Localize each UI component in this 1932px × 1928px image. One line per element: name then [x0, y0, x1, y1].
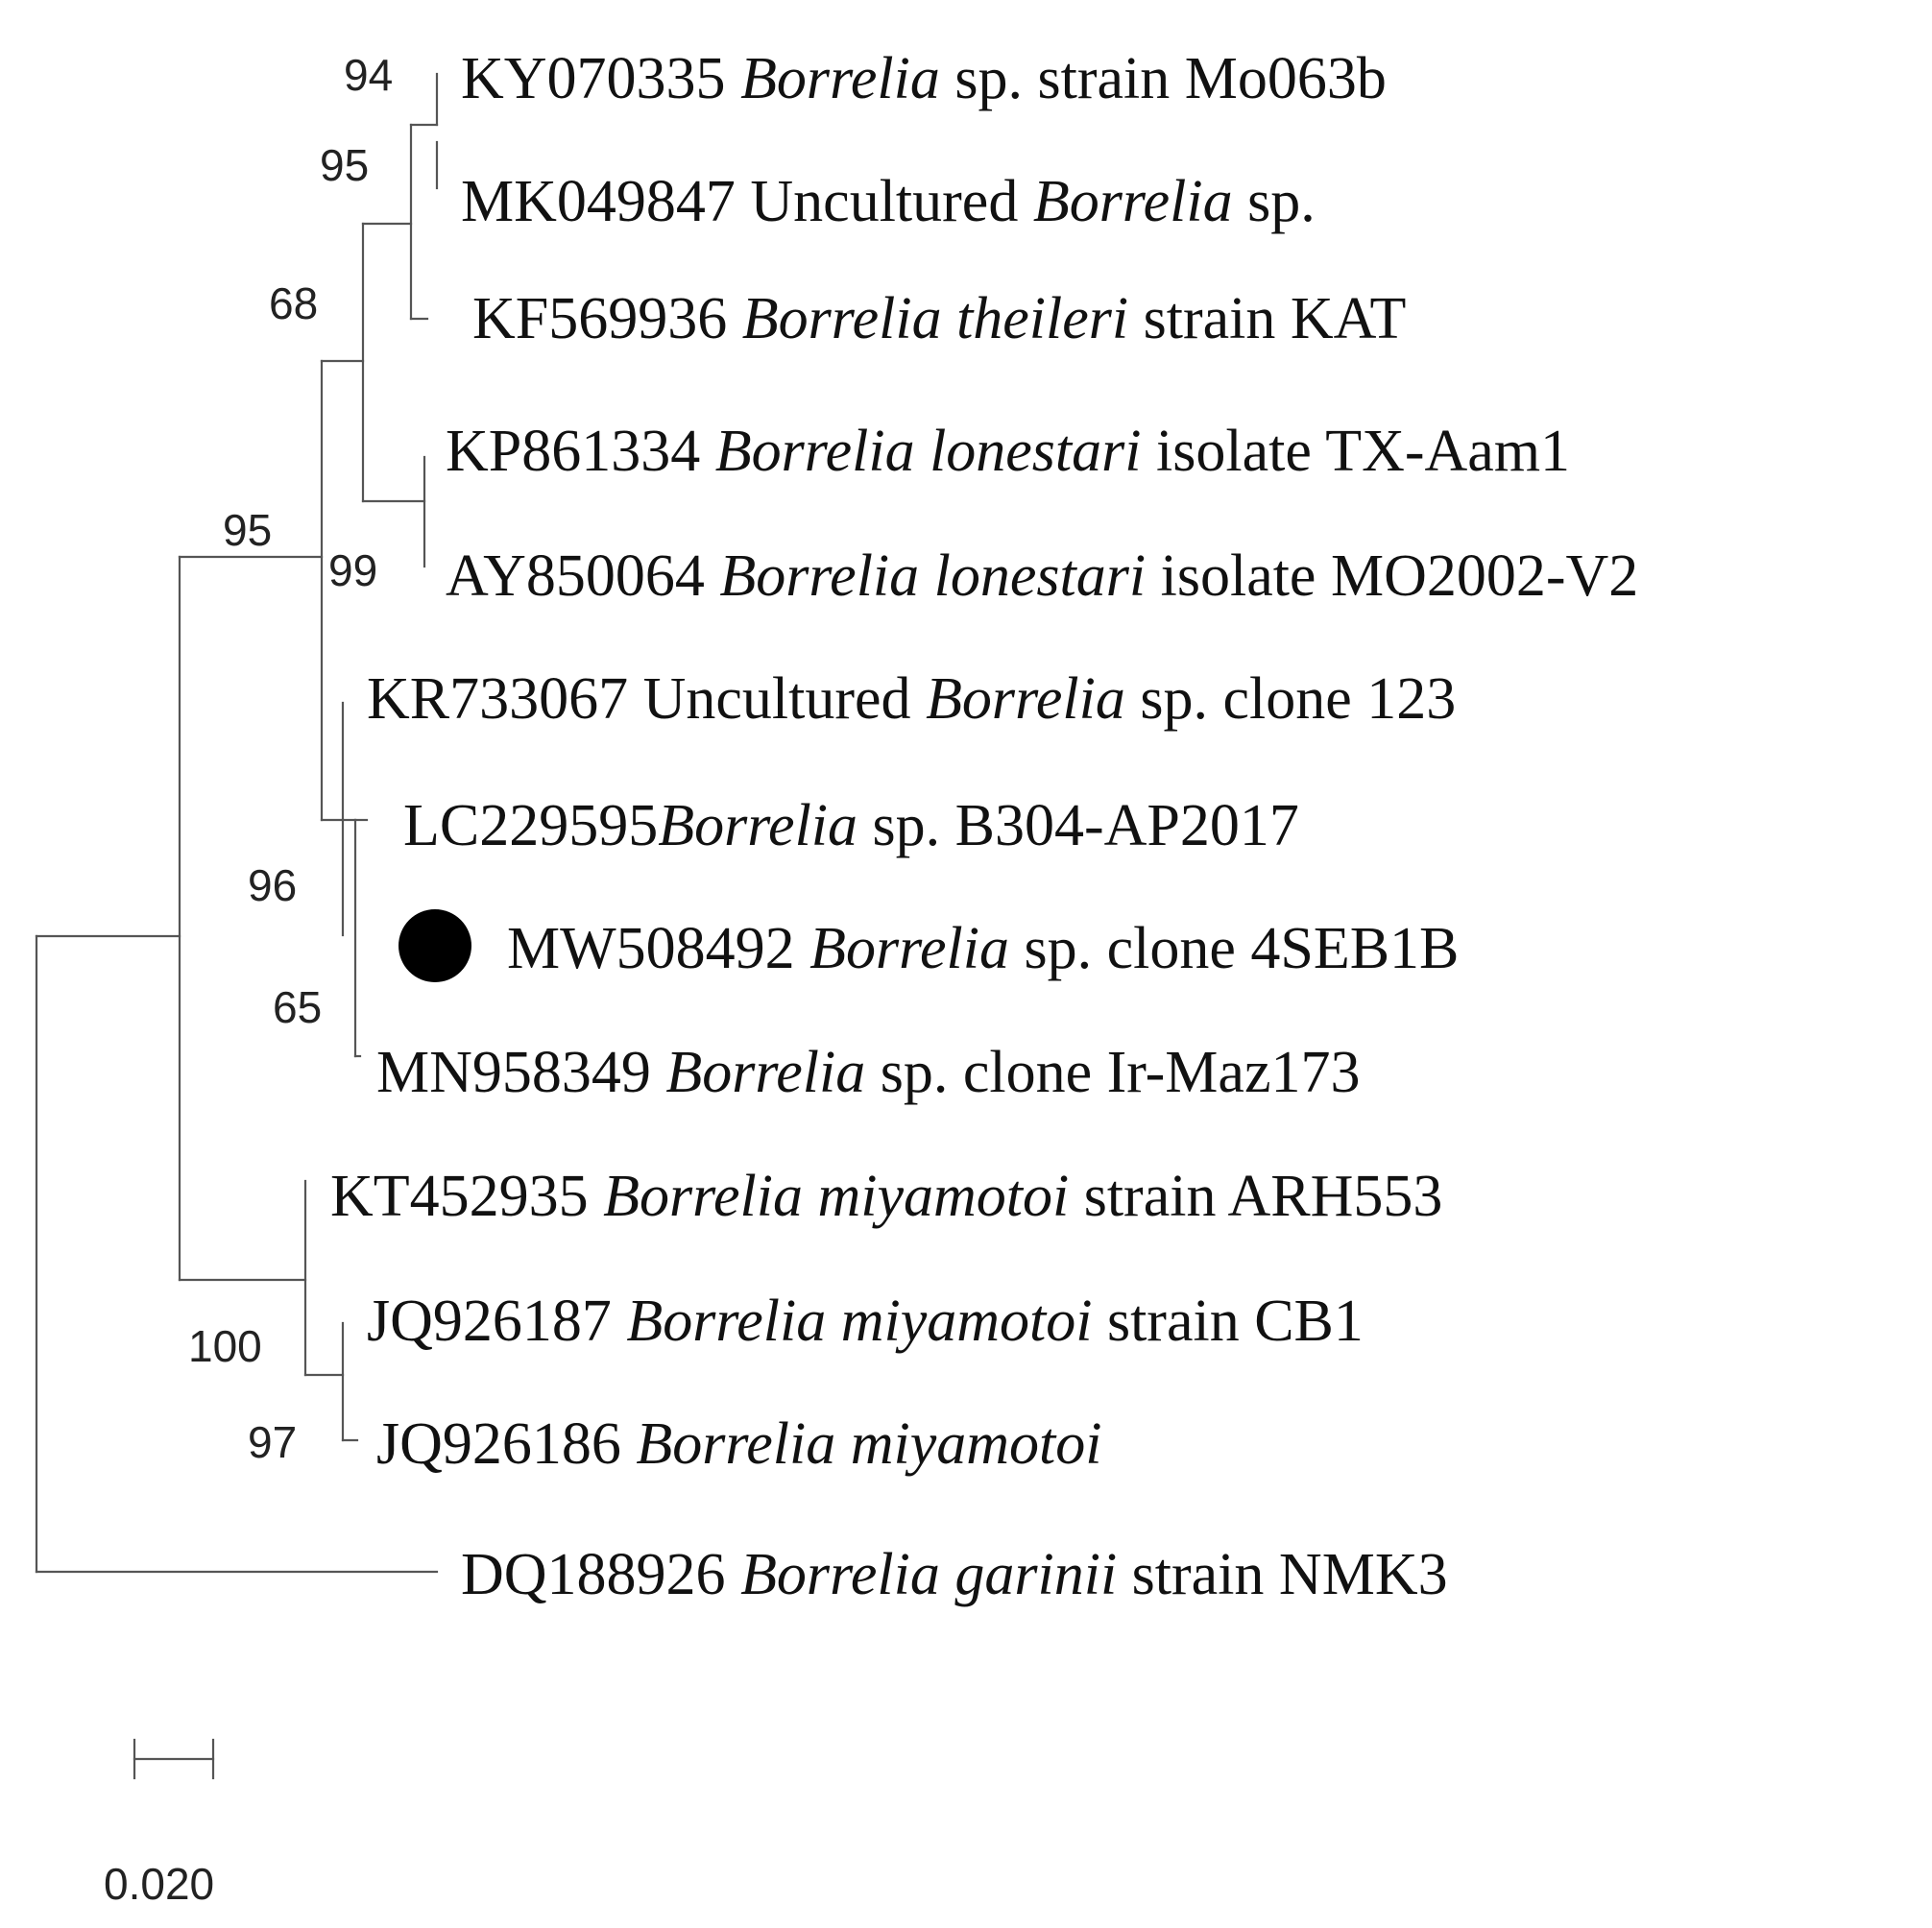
- taxon-sep: [726, 46, 741, 111]
- taxon-rest: sp. clone 123: [1125, 666, 1456, 732]
- taxon-label: KP861334 Borrelia lonestari isolate TX-A…: [446, 419, 1570, 484]
- scale-bar: 0.020: [104, 1738, 214, 1909]
- taxon-rest: sp.: [1233, 169, 1316, 234]
- taxon-genus: Borrelia: [719, 543, 919, 609]
- taxon-label: JQ926186 Borrelia miyamotoi: [376, 1411, 1101, 1477]
- taxon-sep: [700, 419, 715, 484]
- taxon-sep: [727, 286, 742, 351]
- taxon-genus: Borrelia: [740, 46, 940, 111]
- taxon-species: lonestari: [915, 419, 1142, 484]
- taxon-rest: sp. clone Ir-Maz173: [865, 1040, 1360, 1105]
- bootstrap-value: 68: [269, 278, 318, 328]
- bootstrap-value: 95: [223, 505, 272, 555]
- taxon-accession: JQ926187: [367, 1289, 612, 1354]
- taxon-species: miyamotoi: [835, 1411, 1101, 1477]
- taxon-label: JQ926187 Borrelia miyamotoi strain CB1: [367, 1289, 1364, 1354]
- taxon-sep: [795, 916, 810, 981]
- taxon-rest: sp. clone 4SEB1B: [1009, 916, 1459, 981]
- taxon-genus: Borrelia: [626, 1289, 826, 1354]
- bootstrap-value: 65: [273, 982, 322, 1032]
- taxon-genus: Borrelia: [658, 793, 857, 858]
- taxon-sep: [621, 1411, 637, 1477]
- taxon-sep: [705, 543, 720, 609]
- query-sequence-marker: [398, 909, 471, 982]
- taxon-sep: [589, 1164, 604, 1229]
- taxon-label: AY850064 Borrelia lonestari isolate MO20…: [446, 543, 1638, 609]
- bootstrap-value: 99: [328, 545, 377, 595]
- bootstrap-value: 95: [320, 140, 369, 190]
- bootstrap-value: 94: [344, 50, 393, 100]
- taxon-sep: Uncultured: [628, 666, 926, 732]
- taxon-accession: JQ926186: [376, 1411, 621, 1477]
- taxon-label: MK049847 Uncultured Borrelia sp.: [461, 169, 1316, 234]
- taxon-label: KR733067 Uncultured Borrelia sp. clone 1…: [367, 666, 1456, 732]
- taxon-label: LC229595Borrelia sp. B304-AP2017: [403, 793, 1299, 858]
- taxon-species: miyamotoi: [803, 1164, 1069, 1229]
- taxon-rest: strain NMK3: [1117, 1542, 1447, 1607]
- taxon-accession: KY070335: [461, 46, 726, 111]
- taxon-label: MN958349 Borrelia sp. clone Ir-Maz173: [376, 1040, 1360, 1105]
- taxon-rest: sp. strain Mo063b: [940, 46, 1387, 111]
- taxon-genus: Borrelia: [665, 1040, 865, 1105]
- taxon-accession: KP861334: [446, 419, 700, 484]
- taxon-species: theileri: [942, 286, 1129, 351]
- taxon-label: KF569936 Borrelia theileri strain KAT: [472, 286, 1406, 351]
- taxon-sep: [726, 1542, 741, 1607]
- bootstrap-value: 96: [248, 860, 297, 910]
- tree-branches: [35, 72, 439, 1574]
- taxon-accession: AY850064: [446, 543, 705, 609]
- taxon-label: DQ188926 Borrelia garinii strain NMK3: [461, 1542, 1448, 1607]
- taxon-sep: [612, 1289, 627, 1354]
- taxon-accession: LC229595: [403, 793, 658, 858]
- taxon-accession: MN958349: [376, 1040, 651, 1105]
- taxon-rest: isolate TX-Aam1: [1142, 419, 1571, 484]
- taxon-species: lonestari: [919, 543, 1146, 609]
- bootstrap-value: 100: [188, 1321, 262, 1371]
- taxon-rest: strain KAT: [1128, 286, 1406, 351]
- taxon-genus: Borrelia: [926, 666, 1125, 732]
- taxon-genus: Borrelia: [742, 286, 942, 351]
- taxon-genus: Borrelia: [1033, 169, 1233, 234]
- taxon-sep: [651, 1040, 666, 1105]
- taxon-accession: KT452935: [330, 1164, 589, 1229]
- taxon-accession: KF569936: [472, 286, 727, 351]
- taxon-label: KY070335 Borrelia sp. strain Mo063b: [461, 46, 1387, 111]
- bootstrap-value: 97: [248, 1417, 297, 1467]
- taxon-label: MW508492 Borrelia sp. clone 4SEB1B: [507, 916, 1459, 981]
- taxon-rest: sp. B304-AP2017: [857, 793, 1299, 858]
- taxon-accession: MW508492: [507, 916, 795, 981]
- taxon-genus: Borrelia: [809, 916, 1009, 981]
- taxon-accession: MK049847: [461, 169, 736, 234]
- taxon-accession: DQ188926: [461, 1542, 726, 1607]
- taxon-rest: strain CB1: [1092, 1289, 1363, 1354]
- taxon-labels: KY070335 Borrelia sp. strain Mo063b MK04…: [330, 46, 1638, 1607]
- taxon-genus: Borrelia: [636, 1411, 835, 1477]
- taxon-accession: KR733067: [367, 666, 628, 732]
- bootstrap-values: 94 95 68 95 99 96 65 100 97: [188, 50, 393, 1467]
- taxon-label: KT452935 Borrelia miyamotoi strain ARH55…: [330, 1164, 1442, 1229]
- taxon-sep: Uncultured: [736, 169, 1033, 234]
- taxon-genus: Borrelia: [740, 1542, 940, 1607]
- taxon-rest: isolate MO2002-V2: [1146, 543, 1638, 609]
- taxon-rest: strain ARH553: [1069, 1164, 1442, 1229]
- taxon-genus: Borrelia: [603, 1164, 803, 1229]
- scale-bar-label: 0.020: [104, 1859, 214, 1909]
- taxon-genus: Borrelia: [715, 419, 915, 484]
- taxon-species: garinii: [940, 1542, 1117, 1607]
- taxon-species: miyamotoi: [826, 1289, 1092, 1354]
